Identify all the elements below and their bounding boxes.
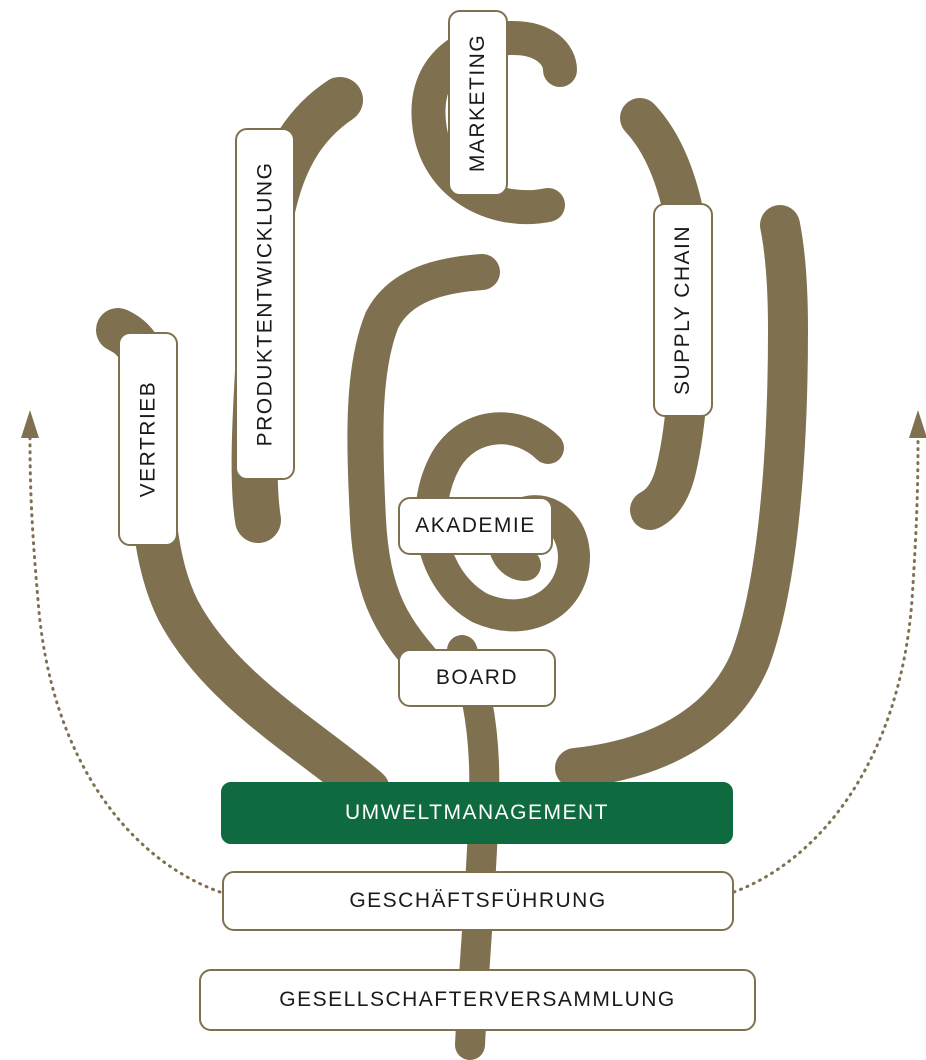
supply-chain-box[interactable]: SUPPLY CHAIN bbox=[653, 203, 713, 417]
board-label: BOARD bbox=[435, 666, 519, 689]
marketing-branch bbox=[411, 21, 577, 225]
vertrieb-box[interactable]: VERTRIEB bbox=[118, 332, 178, 546]
akademie-box[interactable]: AKADEMIE bbox=[398, 497, 553, 555]
geschaeftsfuehrung-box[interactable]: GESCHÄFTSFÜHRUNG bbox=[222, 871, 734, 931]
board-box[interactable]: BOARD bbox=[398, 649, 556, 707]
arrow-up-icon bbox=[21, 410, 39, 438]
umweltmanagement-label: UMWELTMANAGEMENT bbox=[345, 801, 609, 824]
board-branch bbox=[347, 254, 500, 688]
arrow-up-icon bbox=[909, 410, 926, 438]
umweltmanagement-box[interactable]: UMWELTMANAGEMENT bbox=[221, 782, 733, 844]
right-dotted-arrow bbox=[732, 430, 920, 894]
vertrieb-label: VERTRIEB bbox=[136, 380, 159, 498]
akademie-label: AKADEMIE bbox=[415, 514, 536, 537]
right-outer-branch bbox=[555, 205, 808, 788]
gesellschafterversammlung-label: GESELLSCHAFTERVERSAMMLUNG bbox=[279, 988, 676, 1011]
left-dotted-arrow bbox=[28, 430, 222, 894]
supply-chain-label: SUPPLY CHAIN bbox=[671, 224, 695, 396]
produktentwicklung-box[interactable]: PRODUKTENTWICKLUNG bbox=[235, 128, 295, 480]
gesellschafterversammlung-box[interactable]: GESELLSCHAFTERVERSAMMLUNG bbox=[199, 969, 756, 1031]
produktentwicklung-label: PRODUKTENTWICKLUNG bbox=[253, 161, 277, 447]
geschaeftsfuehrung-label: GESCHÄFTSFÜHRUNG bbox=[349, 889, 607, 912]
marketing-label: MARKETING bbox=[466, 33, 489, 173]
marketing-box[interactable]: MARKETING bbox=[448, 10, 508, 196]
